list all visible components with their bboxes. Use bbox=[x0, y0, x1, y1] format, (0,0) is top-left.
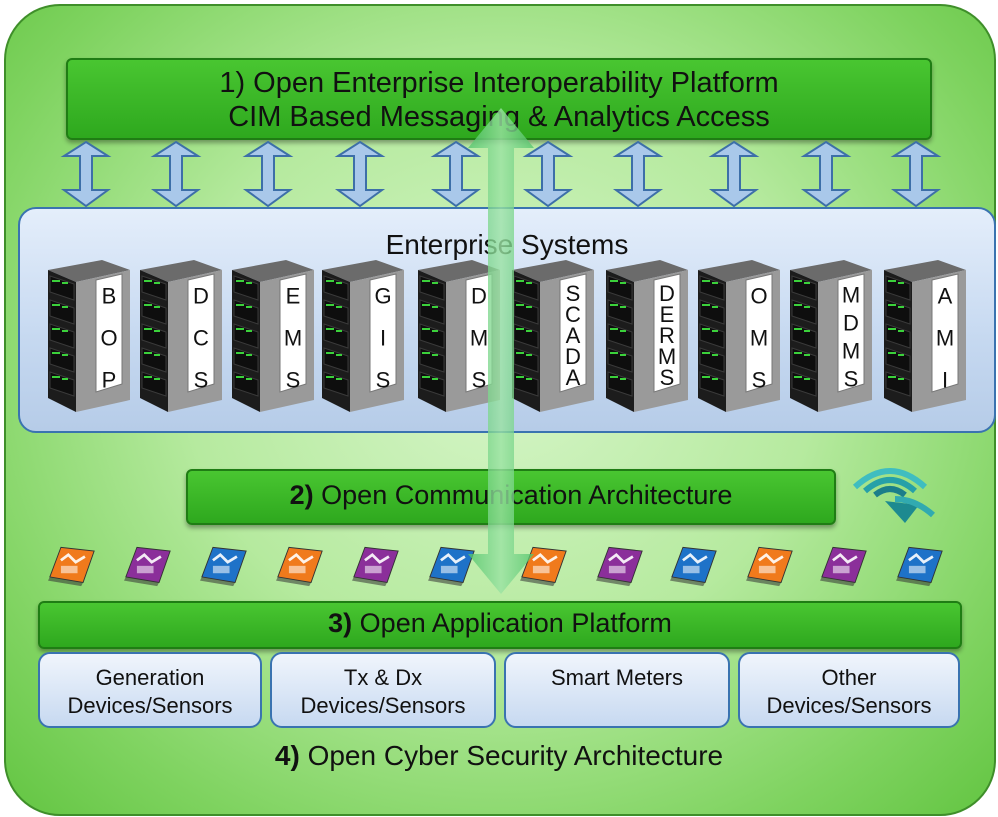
double-arrow-icon bbox=[334, 140, 386, 208]
double-arrow-icon bbox=[890, 140, 942, 208]
transfer-app-icon bbox=[48, 546, 95, 587]
device-label-line1: Tx & Dx bbox=[343, 665, 423, 690]
rack-label-letter: D bbox=[471, 284, 487, 309]
rack-label-letter: M bbox=[842, 282, 860, 307]
rack-label-letter: S bbox=[286, 368, 301, 393]
communication-label: Open Communication Architecture bbox=[321, 480, 733, 510]
rack-label-letter: S bbox=[472, 368, 487, 393]
rack-label-letter: D bbox=[659, 281, 675, 306]
server-rack-ems: EMS bbox=[232, 260, 314, 412]
rack-label-letter: G bbox=[374, 284, 391, 309]
rack-label-letter: M bbox=[470, 326, 488, 351]
security-label: Open Cyber Security Architecture bbox=[307, 740, 724, 771]
rack-label-letter: I bbox=[942, 368, 948, 393]
vertical-green-arrow bbox=[468, 108, 534, 594]
gears-app-icon bbox=[596, 546, 643, 587]
device-label-line1: Other bbox=[821, 665, 877, 690]
coins-download-app-icon bbox=[352, 546, 399, 587]
cyber-security-label: 4) Open Cyber Security Architecture bbox=[0, 740, 998, 772]
rack-label-letter: M bbox=[936, 326, 954, 351]
calculator-app-icon bbox=[200, 546, 247, 587]
rack-label-letter: E bbox=[660, 302, 675, 327]
server-rack-oms: OMS bbox=[698, 260, 780, 412]
rack-label-letter: S bbox=[844, 366, 859, 391]
rack-label-letter: A bbox=[566, 323, 581, 348]
rack-label-letter: R bbox=[659, 323, 675, 348]
rack-label-letter: M bbox=[284, 326, 302, 351]
rack-label-letter: A bbox=[566, 365, 581, 390]
rack-label-letter: O bbox=[750, 284, 767, 309]
double-arrow-icon bbox=[430, 140, 482, 208]
rack-label-letter: B bbox=[102, 284, 117, 309]
double-arrows-row bbox=[60, 140, 942, 208]
rack-label-letter: D bbox=[565, 344, 581, 369]
rack-label-letter: O bbox=[100, 326, 117, 351]
database-app-icon bbox=[428, 546, 475, 587]
rack-label-letter: M bbox=[658, 344, 676, 369]
application-label: Open Application Platform bbox=[359, 608, 672, 638]
server-rack-ami: AMI bbox=[884, 260, 966, 412]
security-number: 4) bbox=[274, 740, 300, 771]
rack-label-letter: M bbox=[842, 338, 860, 363]
rack-label-letter: M bbox=[750, 326, 768, 351]
tx-dx-devices-box: Tx & Dx Devices/Sensors bbox=[270, 652, 496, 728]
device-label-line1: Smart Meters bbox=[550, 665, 684, 690]
double-arrow-icon bbox=[708, 140, 760, 208]
rack-label-letter: S bbox=[660, 365, 675, 390]
rack-label-letter: S bbox=[752, 368, 767, 393]
device-label-line1: Generation bbox=[95, 665, 205, 690]
balance-scale-app-icon bbox=[820, 546, 867, 587]
application-number: 3) bbox=[328, 608, 353, 638]
device-label-line2: Devices/Sensors bbox=[67, 693, 233, 718]
server-rack-dms: DMS bbox=[418, 260, 500, 412]
workflow-app-icon bbox=[896, 546, 943, 587]
rack-label-letter: A bbox=[938, 284, 953, 309]
server-rack-gis: GIS bbox=[322, 260, 404, 412]
edit-document-app-icon bbox=[670, 546, 717, 587]
wireless-icon bbox=[852, 468, 935, 523]
rack-label-letter: S bbox=[194, 368, 209, 393]
trend-app-icon bbox=[276, 546, 323, 587]
double-arrow-icon bbox=[60, 140, 112, 208]
double-arrow-icon bbox=[242, 140, 294, 208]
double-arrow-icon bbox=[800, 140, 852, 208]
generation-devices-box: Generation Devices/Sensors bbox=[38, 652, 262, 728]
server-rack-dcs: DCS bbox=[140, 260, 222, 412]
rack-label-letter: P bbox=[102, 368, 117, 393]
other-devices-box: Other Devices/Sensors bbox=[738, 652, 960, 728]
double-arrow-icon bbox=[522, 140, 574, 208]
double-arrow-icon bbox=[150, 140, 202, 208]
rack-label-letter: E bbox=[286, 284, 301, 309]
double-arrow-icon bbox=[612, 140, 664, 208]
rack-label-letter: C bbox=[193, 326, 209, 351]
rack-label-letter: S bbox=[566, 281, 581, 306]
platform-title: 1) Open Enterprise Interoperability Plat… bbox=[219, 67, 779, 99]
rack-label-letter: D bbox=[843, 310, 859, 335]
rack-label-letter: C bbox=[565, 302, 581, 327]
settings-app-icon bbox=[746, 546, 793, 587]
server-rack-bop: BOP bbox=[48, 260, 130, 412]
device-label-line2: Devices/Sensors bbox=[766, 693, 932, 718]
communication-number: 2) bbox=[289, 480, 314, 510]
rack-label-letter: I bbox=[380, 326, 386, 351]
device-label-line2: Devices/Sensors bbox=[300, 693, 466, 718]
rack-label-letter: D bbox=[193, 284, 209, 309]
smart-meters-box: Smart Meters bbox=[504, 652, 730, 728]
chart-app-icon bbox=[124, 546, 171, 587]
rack-label-letter: S bbox=[376, 368, 391, 393]
document-app-icon bbox=[520, 546, 567, 587]
application-platform-bar: 3) Open Application Platform bbox=[38, 601, 962, 649]
